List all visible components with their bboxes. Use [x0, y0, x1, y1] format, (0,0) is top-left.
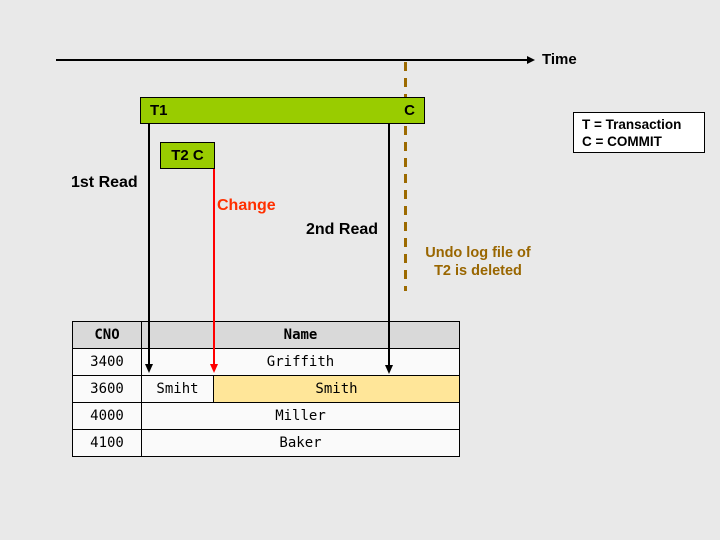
undo-log-line1: Undo log file of	[425, 245, 531, 261]
table-header-row: CNO Name	[73, 322, 459, 348]
first-read-label: 1st Read	[71, 174, 138, 191]
change-line	[213, 169, 215, 365]
cell-name: Griffith	[266, 354, 335, 370]
t2-label: T2 C	[171, 147, 204, 164]
table-row: 4100 Baker	[73, 429, 459, 456]
customer-table: CNO Name 3400 Griffith 3600 Smiht Smith …	[72, 321, 460, 457]
timeline-label: Time	[542, 51, 577, 68]
transaction-t1-bar: T1 C	[140, 97, 425, 124]
transaction-t2-bar: T2 C	[160, 142, 215, 169]
cell-cno: 4000	[73, 403, 142, 429]
second-read-arrowhead-icon	[385, 365, 393, 374]
legend-box: T = Transaction C = COMMIT	[573, 112, 705, 153]
t1-label: T1	[150, 102, 168, 119]
header-cno: CNO	[73, 322, 142, 348]
first-read-arrowhead-icon	[145, 364, 153, 373]
cell-name: Miller	[275, 408, 326, 424]
undo-log-line2: T2 is deleted	[434, 263, 522, 279]
timeline-axis	[56, 59, 527, 61]
cell-cno: 3600	[73, 376, 142, 402]
cell-name-after-change: Smith	[214, 376, 459, 402]
t1-commit-label: C	[404, 102, 415, 119]
legend-commit-line: C = COMMIT	[582, 134, 662, 149]
undo-log-label: Undo log file of T2 is deleted	[408, 244, 548, 280]
table-row: 3400 Griffith	[73, 348, 459, 375]
second-read-label: 2nd Read	[306, 221, 379, 238]
header-name: Name	[283, 327, 318, 343]
cell-name-before-change: Smiht	[142, 376, 214, 402]
change-label: Change	[217, 197, 276, 214]
table-row: 4000 Miller	[73, 402, 459, 429]
second-read-line	[388, 124, 390, 366]
first-read-line	[148, 124, 150, 365]
change-arrowhead-icon	[210, 364, 218, 373]
timeline-arrowhead-icon	[527, 56, 535, 64]
cell-cno: 3400	[73, 349, 142, 375]
cell-cno: 4100	[73, 430, 142, 456]
table-row-highlighted: 3600 Smiht Smith	[73, 375, 459, 402]
legend-transaction-line: T = Transaction	[582, 117, 682, 132]
cell-name: Baker	[279, 435, 322, 451]
undo-log-dashed-line	[404, 62, 407, 291]
